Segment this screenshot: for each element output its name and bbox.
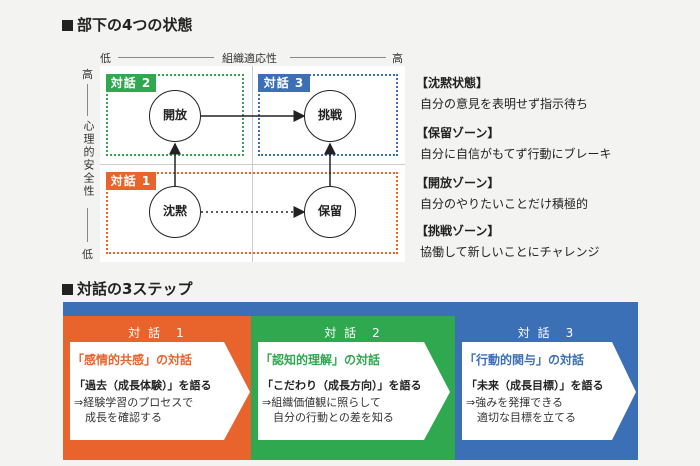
x-axis-line-right [290, 57, 386, 58]
step1-title: 「感情的共感」の対話 [72, 353, 193, 367]
square-bullet-icon [62, 284, 73, 295]
step2-head: 対 話 2 [324, 326, 382, 340]
step1-note-line2: 成長を確認する [74, 411, 162, 424]
state-text-chinmoku: 自分の意見を表明せず指示待ち [420, 97, 589, 111]
step1-head: 対 話 1 [128, 326, 186, 340]
dialogue3-zone [258, 74, 398, 156]
step2-title: 「認知的理解」の対話 [260, 353, 381, 367]
step3-title: 「行動的関与」の対話 [464, 353, 585, 367]
steps-top-strip [63, 302, 638, 316]
dialogue1-zone [106, 172, 398, 254]
y-axis-high-label: 高 [82, 68, 93, 81]
step1-arrow-body [70, 342, 250, 440]
state-text-kaiho: 自分のやりたいことだけ積極的 [420, 197, 589, 211]
step2-note-line1: ⇒組織価値観に照らして [262, 396, 381, 409]
section-title-steps: 対話の3ステップ [62, 278, 192, 299]
state-heading-chinmoku: 【沈黙状態】 [416, 76, 489, 90]
y-axis-title: 心理的安全性 [82, 120, 95, 198]
step2-sub: 「こだわり（成長方向）」を語る [262, 379, 422, 392]
x-axis-high-label: 高 [392, 52, 403, 65]
y-axis-low-label: 低 [82, 248, 93, 261]
step3-arrow-body [462, 342, 636, 440]
dialogue2-tag: 対話 2 [106, 74, 156, 92]
step1-sub: 「過去（成長体験）」を語る [74, 379, 212, 392]
node-chinmoku: 沈黙 [149, 186, 201, 238]
section-title-states: 部下の4つの状態 [62, 14, 192, 35]
step2-arrow-body [258, 342, 450, 440]
x-axis-low-label: 低 [100, 52, 111, 65]
y-axis-line-bottom [87, 208, 88, 242]
dialogue3-tag: 対話 3 [258, 74, 310, 92]
state-heading-kaiho: 【開放ゾーン】 [416, 176, 500, 190]
square-bullet-icon [62, 20, 73, 31]
state-text-chosen: 協働して新しいことにチャレンジ [420, 245, 600, 259]
y-axis-line-top [87, 84, 88, 116]
step3-note-line1: ⇒強みを発揮できる [466, 396, 563, 409]
dialogue1-tag: 対話 1 [106, 172, 156, 190]
node-kaiho: 開放 [149, 90, 201, 142]
step3-head: 対 話 3 [517, 326, 576, 340]
state-heading-horyu: 【保留ゾーン】 [416, 126, 500, 140]
step3-note-line2: 適切な目標を立てる [466, 411, 576, 424]
node-chosen: 挑戦 [304, 90, 356, 142]
step3-sub: 「未来（成長目標）」を語る [466, 379, 604, 392]
x-axis-title: 組織適応性 [222, 52, 277, 65]
quadrant-horizontal-divider [100, 164, 405, 165]
step2-note-line2: 自分の行動との差を知る [262, 411, 394, 424]
x-axis-line-left [118, 57, 214, 58]
step1-note-line1: ⇒経験学習のプロセスで [74, 396, 194, 409]
node-horyu: 保留 [304, 186, 356, 238]
state-heading-chosen: 【挑戦ゾーン】 [416, 224, 500, 238]
state-text-horyu: 自分に自信がもてず行動にブレーキ [420, 147, 612, 161]
